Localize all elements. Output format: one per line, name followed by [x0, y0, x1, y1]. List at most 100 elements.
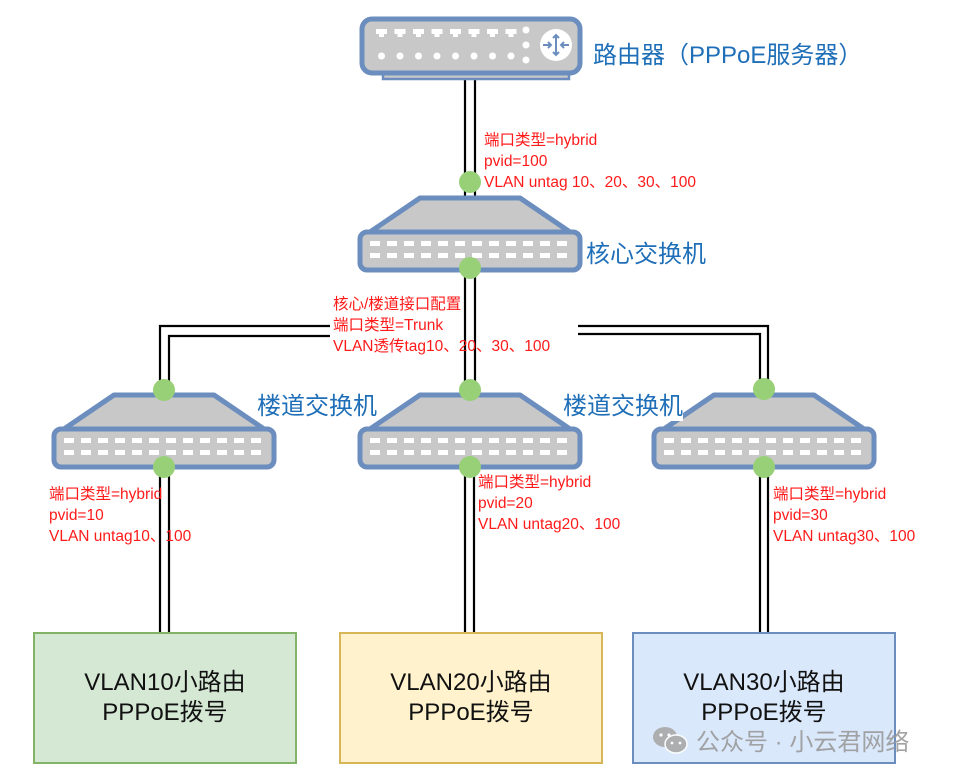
cable-core-floor-left: [158, 324, 330, 390]
config-line: 端口类型=hybrid: [49, 486, 163, 503]
cable-floor-right-endpoint: [758, 468, 770, 632]
floor-switch-label-1: 楼道交换机: [257, 386, 377, 421]
switch-port: [64, 450, 74, 455]
switch-port: [472, 438, 482, 443]
switch-port: [540, 450, 550, 455]
switch-port: [149, 450, 159, 455]
switch-port: [506, 450, 516, 455]
switch-port: [489, 241, 499, 246]
config-line: 核心/楼道接口配置: [333, 296, 462, 313]
switch-port: [98, 450, 108, 455]
switch-port: [817, 438, 827, 443]
config-line: 端口类型=hybrid: [773, 486, 887, 503]
port-dot-floor-center-up: [459, 379, 481, 401]
switch-port: [732, 438, 742, 443]
switch-port: [664, 450, 674, 455]
router-leds: [522, 26, 530, 64]
switch-port: [217, 438, 227, 443]
port-dot-core-down: [459, 257, 481, 279]
router-device[interactable]: [359, 16, 583, 81]
switch-port: [800, 438, 810, 443]
access-config-2: 端口类型=hybrid pvid=20 VLAN untag20、100: [478, 472, 620, 535]
switch-port: [438, 450, 448, 455]
switch-port: [404, 253, 414, 258]
config-line: pvid=10: [49, 507, 104, 524]
config-line: 端口类型=hybrid: [478, 474, 592, 491]
switch-port: [217, 450, 227, 455]
port-dot-floor-right-up: [753, 378, 775, 400]
router-label: 路由器（PPPoE服务器）: [593, 42, 863, 69]
switch-port: [421, 241, 431, 246]
switch-port: [438, 438, 448, 443]
switch-port: [404, 438, 414, 443]
switch-port: [681, 438, 691, 443]
switch-port: [387, 241, 397, 246]
switch-port: [523, 241, 533, 246]
switch-port: [523, 253, 533, 258]
switch-port: [817, 450, 827, 455]
switch-port: [715, 438, 725, 443]
endpoint-title: VLAN20小路由: [390, 669, 552, 696]
floor-switch-center[interactable]: [357, 392, 583, 470]
cable-floor-center-endpoint: [463, 468, 476, 632]
cable-floor-left-endpoint: [158, 468, 171, 632]
switch-port: [715, 450, 725, 455]
switch-port: [166, 450, 176, 455]
core-switch-label: 核心交换机: [586, 241, 706, 268]
switch-port: [557, 438, 567, 443]
switch-port: [851, 438, 861, 443]
switch-port: [387, 253, 397, 258]
switch-port: [81, 450, 91, 455]
switch-port: [523, 438, 533, 443]
switch-port: [421, 438, 431, 443]
switch-port: [370, 450, 380, 455]
switch-port: [234, 438, 244, 443]
switch-port: [834, 438, 844, 443]
switch-port: [834, 450, 844, 455]
switch-port: [506, 241, 516, 246]
switch-port: [540, 438, 550, 443]
switch-port: [370, 241, 380, 246]
watermark: 公众号 · 小云君网络: [652, 722, 909, 757]
config-line: pvid=100: [484, 153, 548, 170]
port-dot-floor-left-down: [153, 456, 175, 478]
switch-port: [98, 438, 108, 443]
switch-port: [783, 450, 793, 455]
access-config-1: 端口类型=hybrid pvid=10 VLAN untag10、100: [49, 484, 191, 547]
switch-port: [557, 253, 567, 258]
switch-port: [489, 450, 499, 455]
config-line: pvid=30: [773, 507, 828, 524]
config-line: VLAN untag 10、20、30、100: [484, 174, 696, 191]
switch-port: [200, 438, 210, 443]
config-line: VLAN untag30、100: [773, 528, 916, 545]
floor-switch-right[interactable]: [651, 392, 877, 470]
endpoint-vlan20-router[interactable]: VLAN20小路由 PPPoE拨号: [339, 632, 603, 764]
switch-port: [81, 438, 91, 443]
switch-port: [183, 450, 193, 455]
switch-port: [749, 450, 759, 455]
switch-port: [455, 241, 465, 246]
switch-port: [557, 450, 567, 455]
switch-top: [661, 392, 867, 432]
port-dot-floor-left-up: [153, 379, 175, 401]
switch-port: [523, 450, 533, 455]
core-switch[interactable]: [357, 195, 583, 273]
port-dot-core-up: [459, 171, 481, 193]
switch-port: [149, 438, 159, 443]
endpoint-vlan10-router[interactable]: VLAN10小路由 PPPoE拨号: [33, 632, 297, 764]
endpoint-subtitle: PPPoE拨号: [102, 699, 228, 726]
endpoint-title: VLAN30小路由: [683, 669, 845, 696]
wechat-icon: [653, 726, 688, 754]
switch-port: [698, 438, 708, 443]
switch-port: [251, 450, 261, 455]
router-ports: [376, 29, 517, 60]
switch-port: [421, 253, 431, 258]
switch-port: [200, 450, 210, 455]
switch-port: [506, 253, 516, 258]
switch-port: [438, 253, 448, 258]
switch-port: [421, 450, 431, 455]
switch-port: [455, 438, 465, 443]
switch-port: [455, 450, 465, 455]
uplink-config: 端口类型=hybrid pvid=100 VLAN untag 10、20、30…: [484, 130, 696, 193]
switch-port: [387, 438, 397, 443]
